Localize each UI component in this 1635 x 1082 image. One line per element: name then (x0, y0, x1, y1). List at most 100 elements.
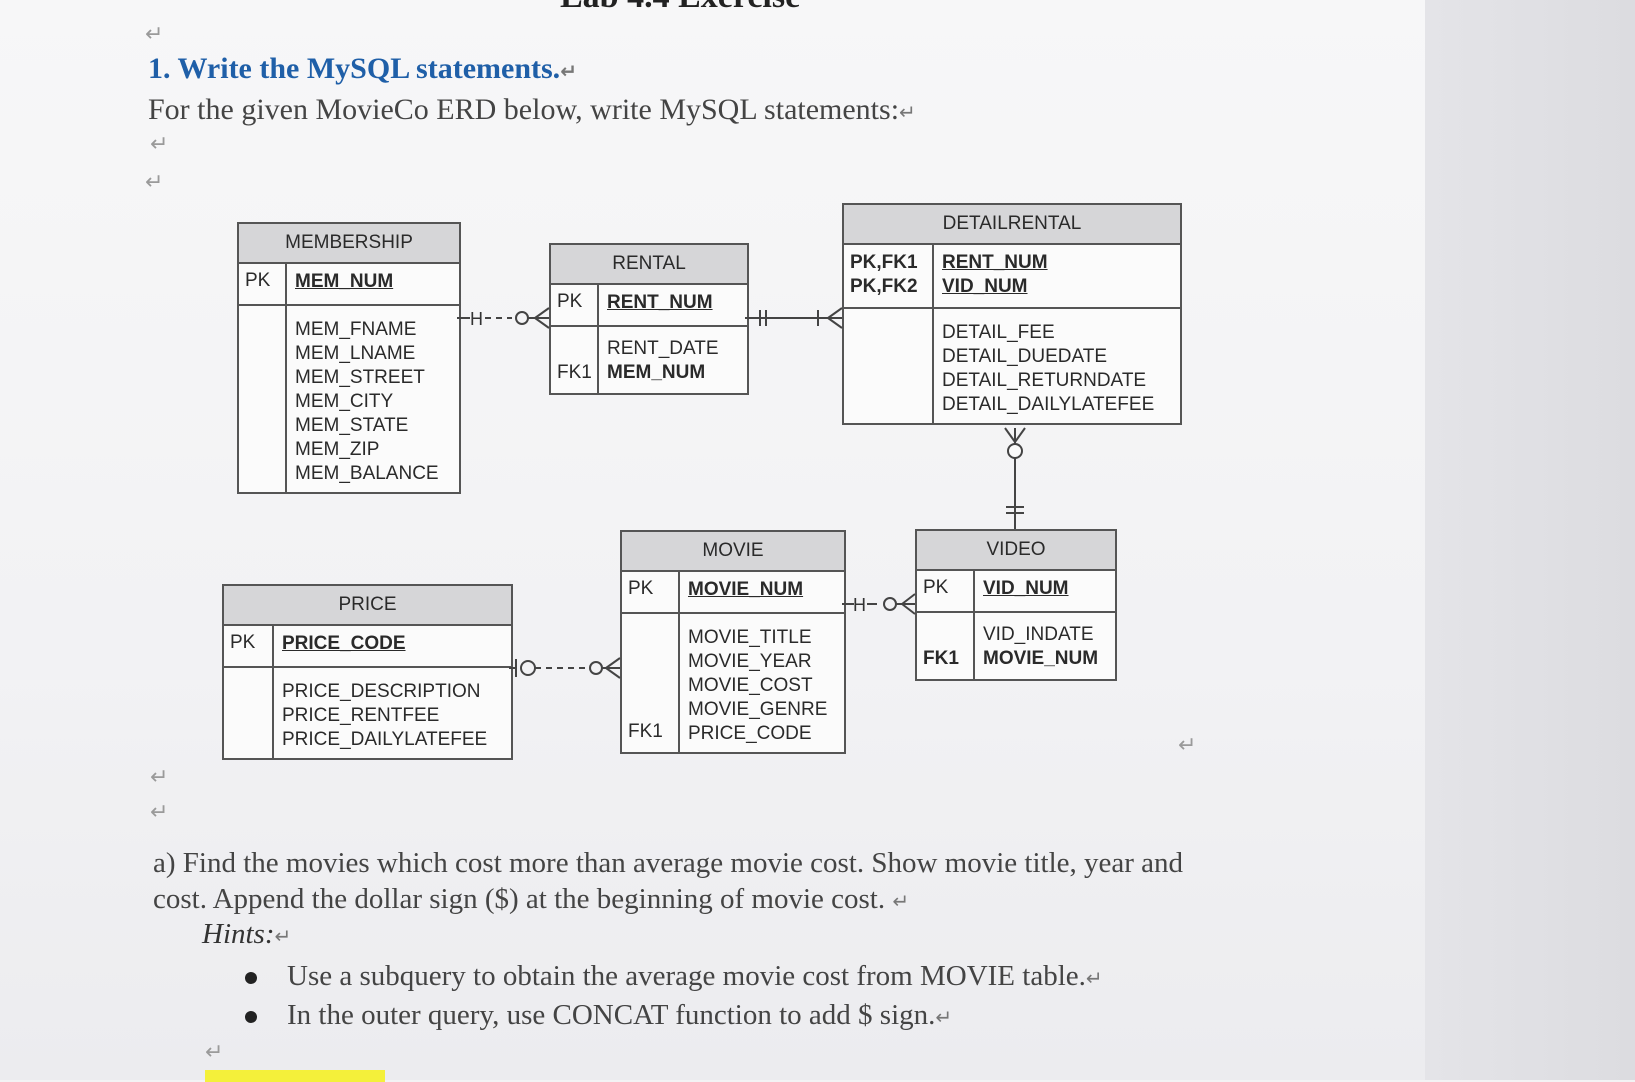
pk-label: PK (917, 571, 975, 611)
video-entity: VIDEO PK VID_NUM FK1 VID_INDATE MOVIE_NU… (915, 529, 1117, 681)
attribute: MEM_ZIP (295, 439, 380, 460)
background-strip (1425, 0, 1635, 1080)
detailrental-entity: DETAILRENTAL PK,FK1 PK,FK2 RENT_NUM VID_… (842, 203, 1182, 425)
key-column (224, 668, 274, 758)
highlight-mark (205, 1070, 385, 1082)
attribute: MOVIE_NUM (983, 648, 1099, 669)
paragraph-mark: ↵ (935, 1005, 953, 1029)
attribute: DETAIL_DAILYLATEFEE (942, 394, 1155, 415)
key-column (239, 306, 287, 492)
paragraph-mark: ↵ (150, 800, 169, 825)
membership-entity: MEMBERSHIP PK MEM_NUM MEM_FNAME MEM_LNAM… (237, 222, 461, 494)
paragraph-mark: ↵ (150, 765, 169, 790)
primary-key: PRICE_CODE (282, 633, 406, 654)
attribute: MEM_CITY (295, 391, 394, 412)
document-title: Lab 4.4 Exercise (560, 0, 800, 16)
primary-key: RENT_NUM (607, 292, 713, 313)
movie-video-relationship: H (842, 593, 916, 615)
paragraph-mark: ↵ (274, 924, 292, 948)
pk-label: PK (551, 285, 599, 325)
key-labels: PK,FK1 PK,FK2 (844, 245, 934, 307)
paragraph-mark: ↵ (150, 132, 169, 157)
paragraph-mark: ↵ (145, 170, 164, 195)
key-column (844, 309, 934, 423)
hints-heading: Hints: (202, 918, 275, 950)
bullet-icon (245, 972, 257, 985)
entity-name: PRICE (224, 586, 511, 626)
membership-rental-relationship: H (457, 307, 550, 329)
heading-text: 1. Write the MySQL statements. (148, 52, 561, 85)
paragraph-mark: ↵ (899, 100, 916, 124)
attribute: MEM_NUM (607, 362, 706, 383)
svg-text:H: H (853, 595, 866, 615)
attribute: PRICE_RENTFEE (282, 705, 440, 726)
attribute: MEM_BALANCE (295, 463, 439, 484)
paragraph-mark: ↵ (205, 1040, 224, 1065)
attribute: MEM_STATE (295, 415, 409, 436)
intro-sentence: For the given MovieCo ERD below, write M… (148, 93, 900, 126)
attribute: MOVIE_COST (688, 675, 813, 696)
fk-label: FK1 (551, 327, 599, 393)
pk-label: PK (239, 264, 287, 304)
paragraph-mark: ↵ (560, 59, 577, 83)
attribute: MOVIE_GENRE (688, 699, 828, 720)
movie-entity: MOVIE PK MOVIE_NUM FK1 MOVIE_TITLE MOVIE… (620, 530, 846, 754)
attribute: MOVIE_YEAR (688, 651, 812, 672)
attribute-list: VID_INDATE MOVIE_NUM (975, 613, 1106, 679)
attribute: DETAIL_DUEDATE (942, 346, 1108, 367)
entity-name: MEMBERSHIP (239, 224, 459, 264)
attribute-list: MEM_FNAME MEM_LNAME MEM_STREET MEM_CITY … (287, 306, 447, 492)
pk-label: PK (622, 572, 680, 612)
hints-label: Hints:↵ (202, 918, 291, 951)
key-label: PK,FK2 (850, 276, 918, 297)
hint-item: Use a subquery to obtain the average mov… (245, 960, 1103, 993)
primary-key: MOVIE_NUM (688, 579, 804, 600)
attribute-list: RENT_DATE MEM_NUM (599, 327, 727, 393)
fk-label: FK1 (622, 614, 680, 752)
question-a: a) Find the movies which cost more than … (153, 845, 1233, 919)
hint-text: Use a subquery to obtain the average mov… (287, 960, 1086, 992)
paragraph-mark: ↵ (1085, 966, 1103, 990)
attribute-list: MOVIE_TITLE MOVIE_YEAR MOVIE_COST MOVIE_… (680, 614, 835, 752)
attribute: MEM_FNAME (295, 319, 417, 340)
attribute: VID_INDATE (983, 624, 1094, 645)
intro-text: For the given MovieCo ERD below, write M… (148, 93, 916, 127)
rental-detailrental-relationship (745, 307, 843, 329)
composite-key: RENT_NUM VID_NUM (934, 245, 1056, 307)
primary-key: VID_NUM (983, 578, 1069, 599)
detailrental-video-relationship (1004, 427, 1026, 529)
paragraph-mark: ↵ (145, 22, 164, 47)
attribute: RENT_DATE (607, 338, 719, 359)
price-entity: PRICE PK PRICE_CODE PRICE_DESCRIPTION PR… (222, 584, 513, 760)
paragraph-mark: ↵ (1178, 733, 1197, 758)
question-text: a) Find the movies which cost more than … (153, 847, 1184, 915)
primary-key: MEM_NUM (295, 271, 394, 292)
paragraph-mark: ↵ (892, 889, 910, 913)
price-movie-relationship (509, 657, 621, 679)
entity-name: MOVIE (622, 532, 844, 572)
primary-key: VID_NUM (942, 276, 1028, 297)
attribute-list: PRICE_DESCRIPTION PRICE_RENTFEE PRICE_DA… (274, 668, 495, 758)
attribute: DETAIL_RETURNDATE (942, 370, 1147, 391)
rental-entity: RENTAL PK RENT_NUM FK1 RENT_DATE MEM_NUM (549, 243, 749, 395)
pk-label: PK (224, 626, 274, 666)
attribute: MEM_STREET (295, 367, 425, 388)
attribute: PRICE_DESCRIPTION (282, 681, 481, 702)
attribute: PRICE_DAILYLATEFEE (282, 729, 488, 750)
svg-text:H: H (470, 309, 483, 329)
section-heading: 1. Write the MySQL statements.↵ (148, 52, 577, 86)
attribute: MOVIE_TITLE (688, 627, 812, 648)
entity-name: RENTAL (551, 245, 747, 285)
key-label: PK,FK1 (850, 252, 918, 273)
attribute: MEM_LNAME (295, 343, 416, 364)
attribute: DETAIL_FEE (942, 322, 1055, 343)
hint-item: In the outer query, use CONCAT function … (245, 999, 952, 1032)
attribute: PRICE_CODE (688, 723, 812, 744)
entity-name: DETAILRENTAL (844, 205, 1180, 245)
primary-key: RENT_NUM (942, 252, 1048, 273)
bullet-icon (245, 1011, 257, 1024)
entity-name: VIDEO (917, 531, 1115, 571)
attribute-list: DETAIL_FEE DETAIL_DUEDATE DETAIL_RETURND… (934, 309, 1162, 423)
hint-text: In the outer query, use CONCAT function … (287, 999, 936, 1031)
